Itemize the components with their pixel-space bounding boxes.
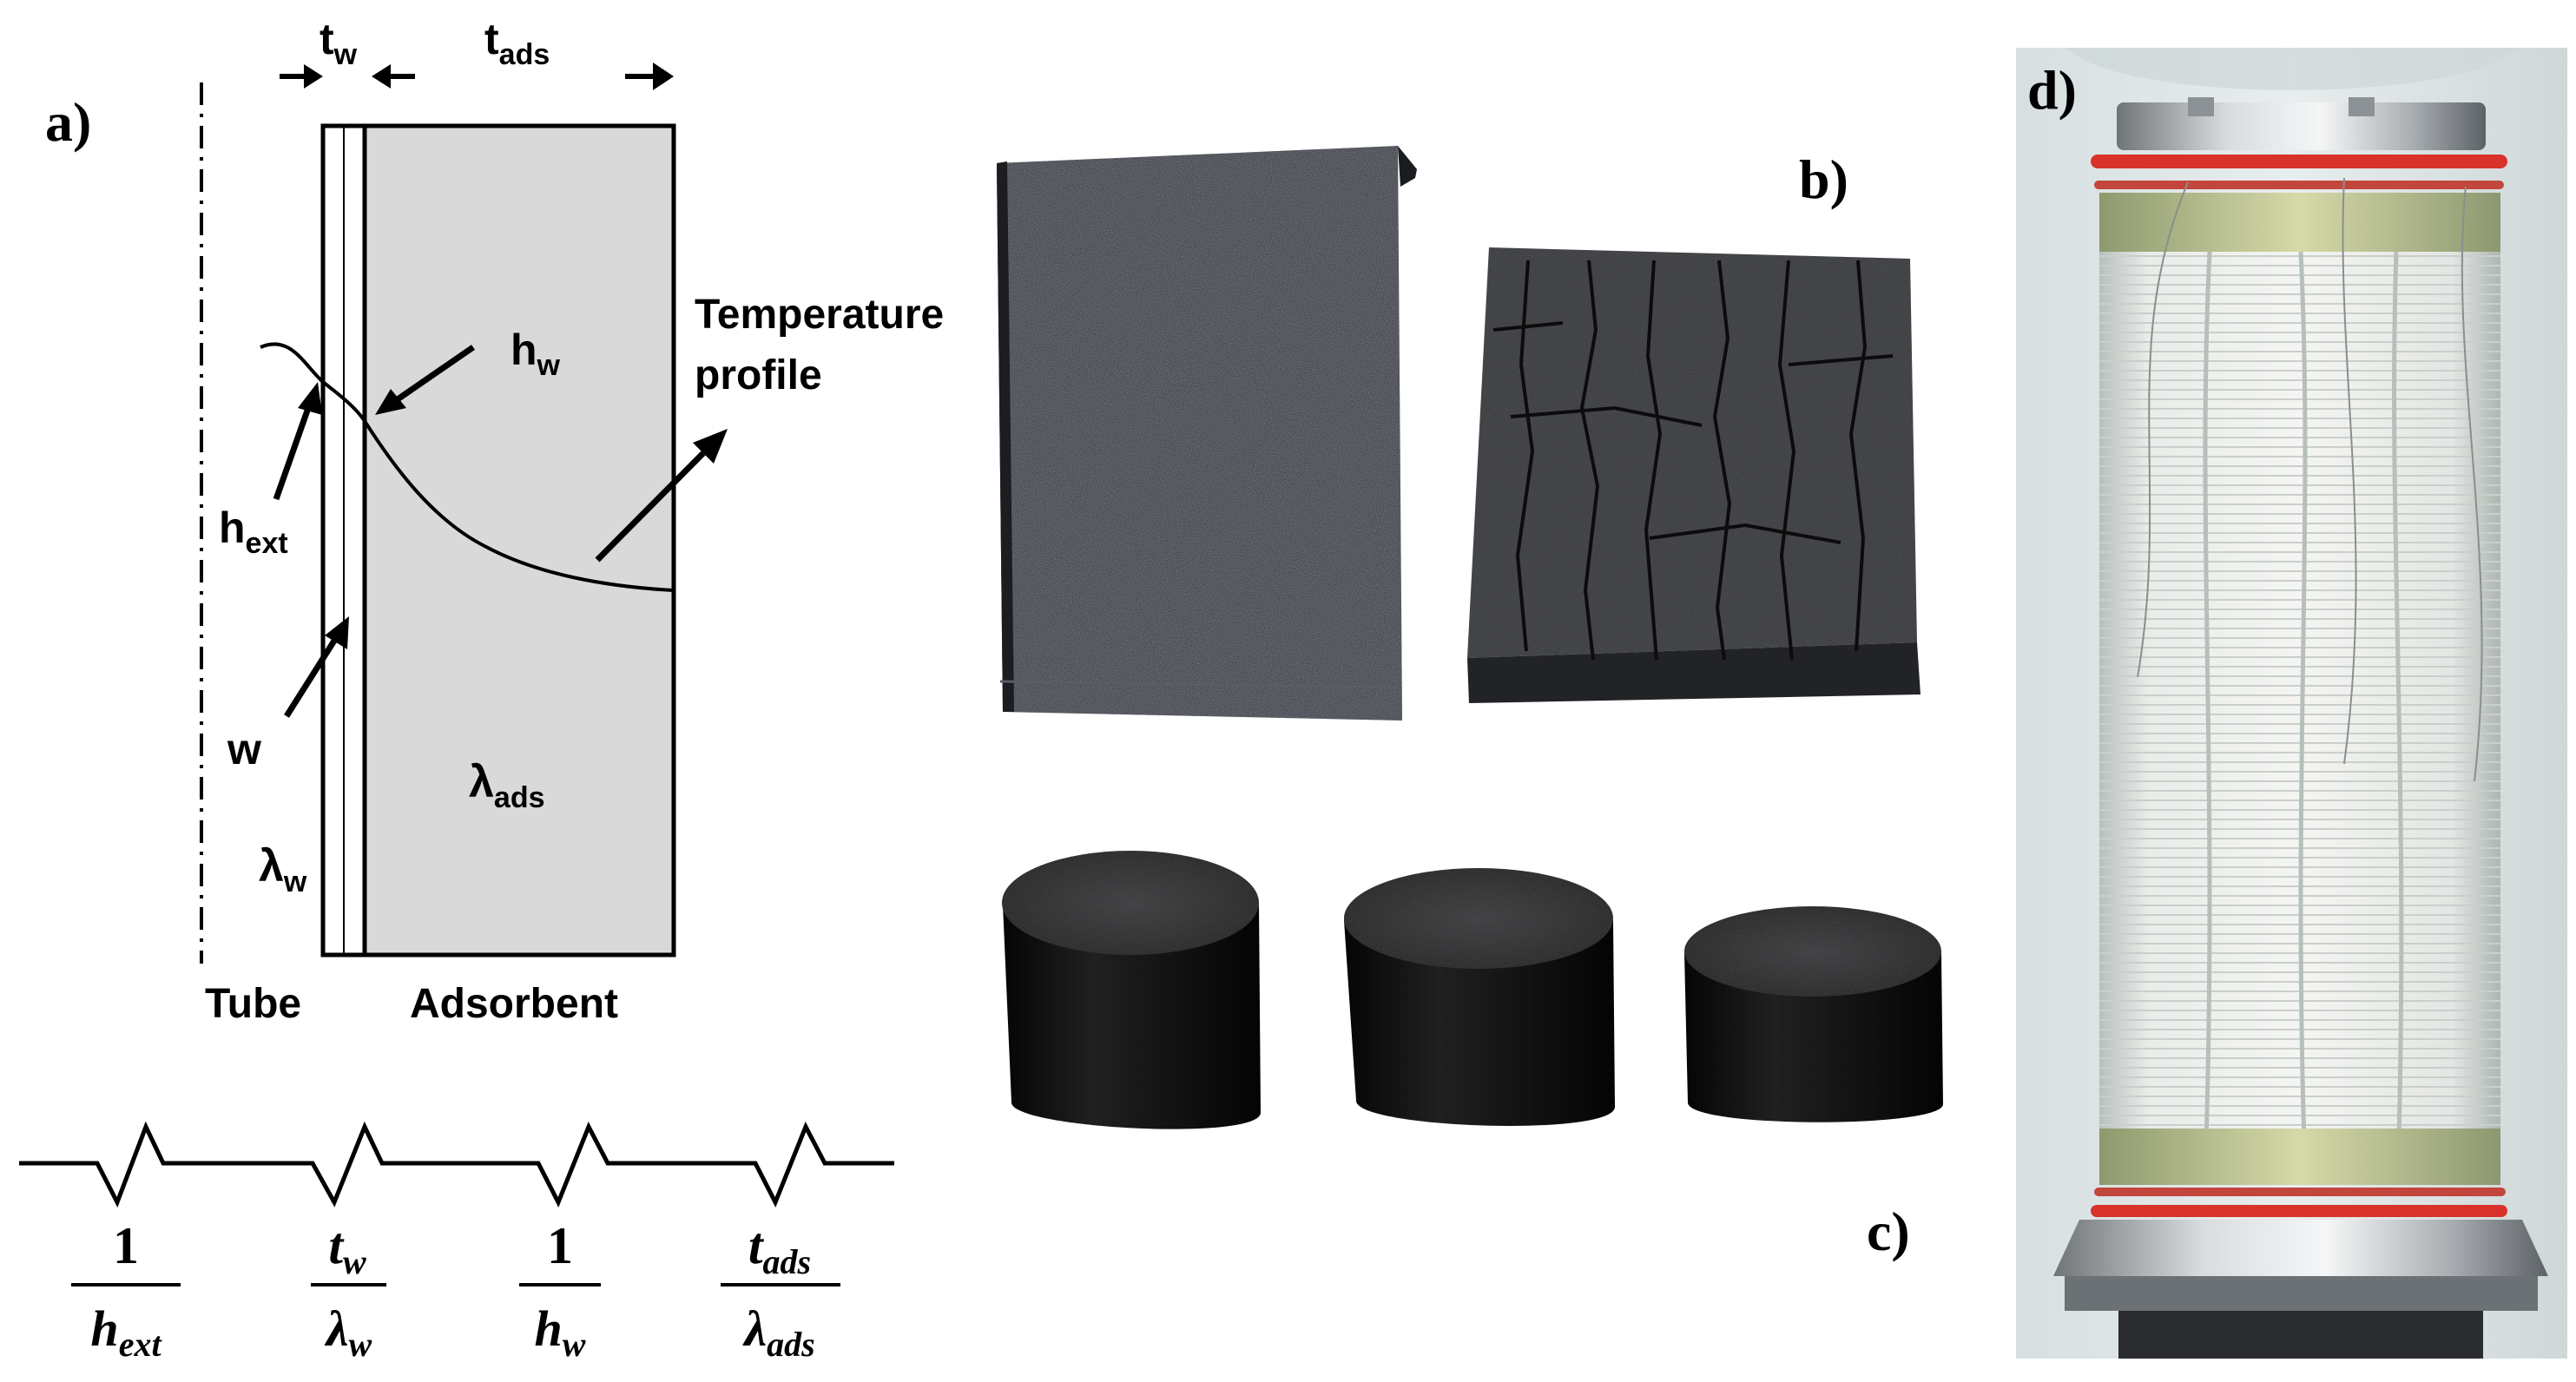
hext-arrow — [273, 406, 312, 501]
panel-label-b: b) — [1799, 148, 1848, 210]
w-label: w — [227, 725, 261, 773]
plate-2-cracks — [1492, 260, 1894, 661]
svg-text:hext: hext — [90, 1300, 162, 1364]
pellets-photo: c) — [1002, 851, 1943, 1262]
dim-tw-label: tw — [320, 15, 358, 71]
temperature-profile-arrow — [595, 451, 706, 563]
thermocouple-wires — [2137, 177, 2483, 782]
tube-label: Tube — [205, 981, 301, 1027]
resistance-1: 1 hext — [71, 1217, 181, 1364]
temperature-profile-curve — [260, 342, 675, 592]
pellet-3 — [1684, 906, 1943, 1122]
panel-label-c: c) — [1867, 1201, 1910, 1262]
resistance-network — [19, 1121, 894, 1208]
svg-text:hw: hw — [535, 1300, 586, 1364]
adsorbent-label: Adsorbent — [410, 981, 618, 1027]
hw-label: hw — [511, 326, 561, 382]
plate-2 — [1467, 247, 1920, 703]
resistance-4: tads λads — [721, 1217, 840, 1364]
sample-plates-photo: b) — [997, 146, 1920, 721]
temperature-profile-label-line1: Temperature — [695, 292, 944, 338]
svg-text:1: 1 — [547, 1217, 573, 1274]
panel-label-d: d) — [2027, 59, 2077, 121]
dimension-arrows — [280, 63, 674, 90]
hw-arrow — [393, 345, 475, 404]
lambda-w-label: λw — [259, 841, 307, 898]
svg-text:1: 1 — [113, 1217, 139, 1274]
svg-text:λads: λads — [742, 1300, 814, 1364]
adsorbent-tube-photo: d) — [2016, 48, 2567, 1359]
resistance-2: tw λw — [311, 1217, 386, 1364]
adsorbent-layer — [362, 123, 676, 958]
plate-1 — [997, 146, 1417, 721]
svg-text:tads: tads — [748, 1217, 811, 1281]
pellet-2 — [1344, 868, 1615, 1127]
pellet-1 — [1002, 851, 1261, 1129]
w-arrow — [284, 639, 337, 718]
resistance-3: 1 hw — [519, 1217, 601, 1364]
dim-tads-label: tads — [484, 15, 550, 71]
svg-text:λw: λw — [325, 1300, 372, 1364]
hext-label: hext — [219, 503, 288, 560]
lambda-ads-label: λads — [469, 757, 545, 814]
schematic-panel: tw tads a) hw hext w Temperature profile… — [19, 15, 944, 1364]
panel-label-a: a) — [45, 91, 91, 153]
temperature-profile-label-line2: profile — [695, 352, 822, 398]
svg-text:tw: tw — [328, 1217, 366, 1281]
tube-column-seams — [2203, 251, 2404, 1173]
